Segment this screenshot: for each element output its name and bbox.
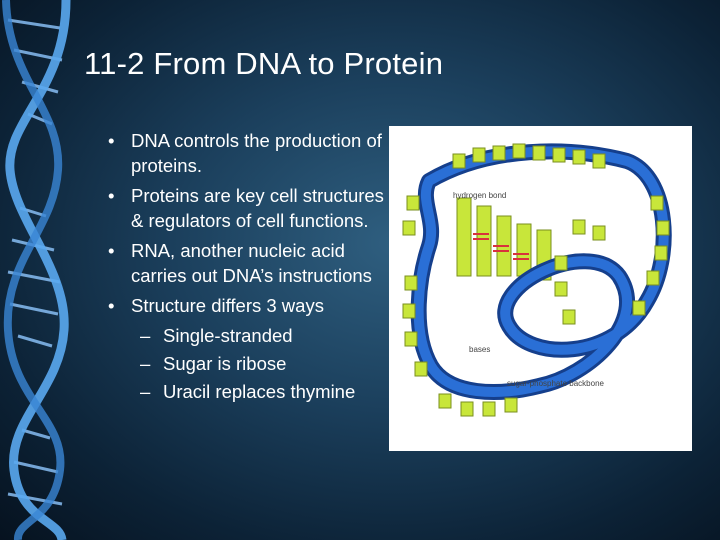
outer-bases xyxy=(402,143,670,417)
bullet-item: RNA, another nucleic acid carries out DN… xyxy=(108,238,388,288)
bullet-item: DNA controls the production of proteins. xyxy=(108,128,388,178)
bullet-item: Structure differs 3 ways xyxy=(108,293,388,318)
rna-backbone-highlight xyxy=(413,146,669,397)
bullet-item: Proteins are key cell structures & regul… xyxy=(108,183,388,233)
bullet-list: DNA controls the production of proteins.… xyxy=(108,128,388,407)
sub-bullet-item: Sugar is ribose xyxy=(108,351,388,376)
sub-bullet-item: Single-stranded xyxy=(108,323,388,348)
slide-title: 11-2 From DNA to Protein xyxy=(84,46,444,81)
label-backbone: sugar-phosphate backbone xyxy=(507,379,605,388)
dna-helix-decoration xyxy=(2,0,71,540)
rna-structure-illustration: hydrogen bond bases sugar-phosphate back… xyxy=(402,143,672,417)
sub-bullet-item: Uracil replaces thymine xyxy=(108,379,388,404)
label-bases: bases xyxy=(469,345,490,354)
label-hydrogen-bond: hydrogen bond xyxy=(453,191,506,200)
rna-structure-figure: hydrogen bond bases sugar-phosphate back… xyxy=(389,126,692,451)
